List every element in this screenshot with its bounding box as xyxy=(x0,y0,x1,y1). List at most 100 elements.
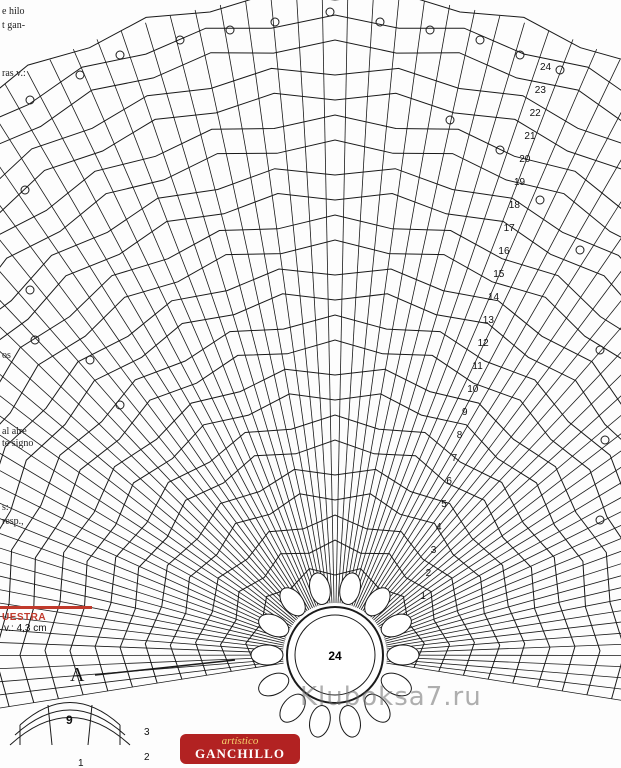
stitch-spoke xyxy=(367,300,621,615)
gauge-box: UESTRA v.: 4,3 cm xyxy=(0,606,92,653)
brand-top-text: artístico xyxy=(221,735,259,747)
round-label: 4 xyxy=(436,522,442,533)
round-label: 10 xyxy=(467,384,479,395)
picot xyxy=(475,35,485,45)
picot xyxy=(535,195,545,205)
round-label: 3 xyxy=(431,545,437,556)
round-label: 20 xyxy=(519,154,531,165)
stitch-spoke xyxy=(386,610,621,648)
stitch-spoke xyxy=(385,587,621,644)
picot xyxy=(30,335,40,345)
center-ring-inner xyxy=(294,614,376,696)
round-arc xyxy=(94,414,576,692)
stitch-spoke xyxy=(341,1,425,604)
left-text-line: t gan- xyxy=(2,20,26,31)
round-arc xyxy=(119,439,551,688)
stitch-spoke xyxy=(375,433,621,624)
sub-diagram-label: A xyxy=(70,664,85,686)
stitch-spoke xyxy=(0,373,296,622)
center-petal xyxy=(258,613,290,638)
picot xyxy=(515,50,525,60)
round-label: 23 xyxy=(535,85,547,96)
picot xyxy=(425,25,435,35)
picot xyxy=(595,345,605,355)
brand-logo: artístico GANCHILLO xyxy=(180,734,300,764)
center-petal xyxy=(279,587,306,617)
stitch-spoke xyxy=(384,563,621,640)
stitch-spoke xyxy=(370,351,621,618)
stitch-spoke xyxy=(0,589,285,646)
stitch-spoke xyxy=(0,123,308,612)
stitch-spoke xyxy=(347,15,501,605)
stitch-spoke xyxy=(49,59,313,609)
stitch-spoke xyxy=(345,9,476,605)
center-petal xyxy=(339,705,361,738)
picot xyxy=(85,355,95,365)
round-label: 17 xyxy=(504,223,516,234)
stitch-spoke xyxy=(386,656,621,668)
stitch-spoke xyxy=(386,632,621,652)
stitch-spoke xyxy=(4,83,310,611)
brand-bottom-text: GANCHILLO xyxy=(195,746,285,761)
stitch-spoke xyxy=(358,111,621,610)
stitch-spoke xyxy=(386,643,621,654)
round-label: 21 xyxy=(524,131,536,142)
round-arc xyxy=(19,339,621,703)
stitch-spoke xyxy=(0,547,286,640)
stitch-spoke xyxy=(386,621,621,650)
round-label: 22 xyxy=(530,108,542,119)
picot xyxy=(495,145,505,155)
stitch-spoke xyxy=(0,486,289,633)
stitch-spoke xyxy=(0,166,306,613)
stitch-spoke xyxy=(378,466,621,627)
picots xyxy=(20,7,610,738)
stitch-spoke xyxy=(26,71,312,610)
picot xyxy=(595,515,605,525)
stitch-spoke xyxy=(386,660,621,690)
round-arc xyxy=(0,139,621,268)
stitch-spoke xyxy=(0,395,295,624)
gauge-value: v.: 4,3 cm xyxy=(4,623,47,634)
picot xyxy=(115,50,125,60)
stitch-spoke xyxy=(0,662,284,709)
stitch-spoke xyxy=(219,4,327,604)
center-petal xyxy=(250,644,284,666)
picot xyxy=(270,17,280,27)
picot xyxy=(555,65,565,75)
left-text-line: resp., xyxy=(2,516,24,527)
round-arc xyxy=(0,168,621,310)
picot xyxy=(20,185,30,195)
stitch-spoke xyxy=(96,39,317,607)
stitch-spoke xyxy=(353,39,574,607)
gauge-title: UESTRA xyxy=(2,612,47,623)
stitch-spoke xyxy=(0,656,284,670)
stitch-spoke xyxy=(335,0,349,604)
picot xyxy=(175,35,185,45)
stitch-spoke xyxy=(0,602,284,648)
sub-row-label: 2 xyxy=(144,752,150,763)
stitch-spoke xyxy=(72,48,315,608)
picot xyxy=(325,7,335,17)
stitch-spoke xyxy=(386,658,621,679)
stitch-spoke xyxy=(0,660,284,696)
round-arc xyxy=(0,314,621,707)
round-label: 24 xyxy=(540,62,552,73)
center-ring xyxy=(286,606,384,704)
stitch-spoke xyxy=(0,415,293,626)
round-label: 18 xyxy=(509,200,521,211)
watermark: Kluboksa7.ru xyxy=(300,682,482,712)
stitch-spoke xyxy=(194,9,325,605)
center-petal xyxy=(309,705,331,738)
center-petal xyxy=(309,572,331,605)
stitch-spoke xyxy=(0,470,290,631)
picot xyxy=(25,95,35,105)
round-label: 19 xyxy=(514,177,526,188)
left-text-line: e hilo xyxy=(2,6,25,17)
round-label: 8 xyxy=(457,430,463,441)
stitch-spoke xyxy=(382,525,621,634)
stitch-spoke xyxy=(120,30,319,606)
stitch-spoke xyxy=(368,327,621,617)
